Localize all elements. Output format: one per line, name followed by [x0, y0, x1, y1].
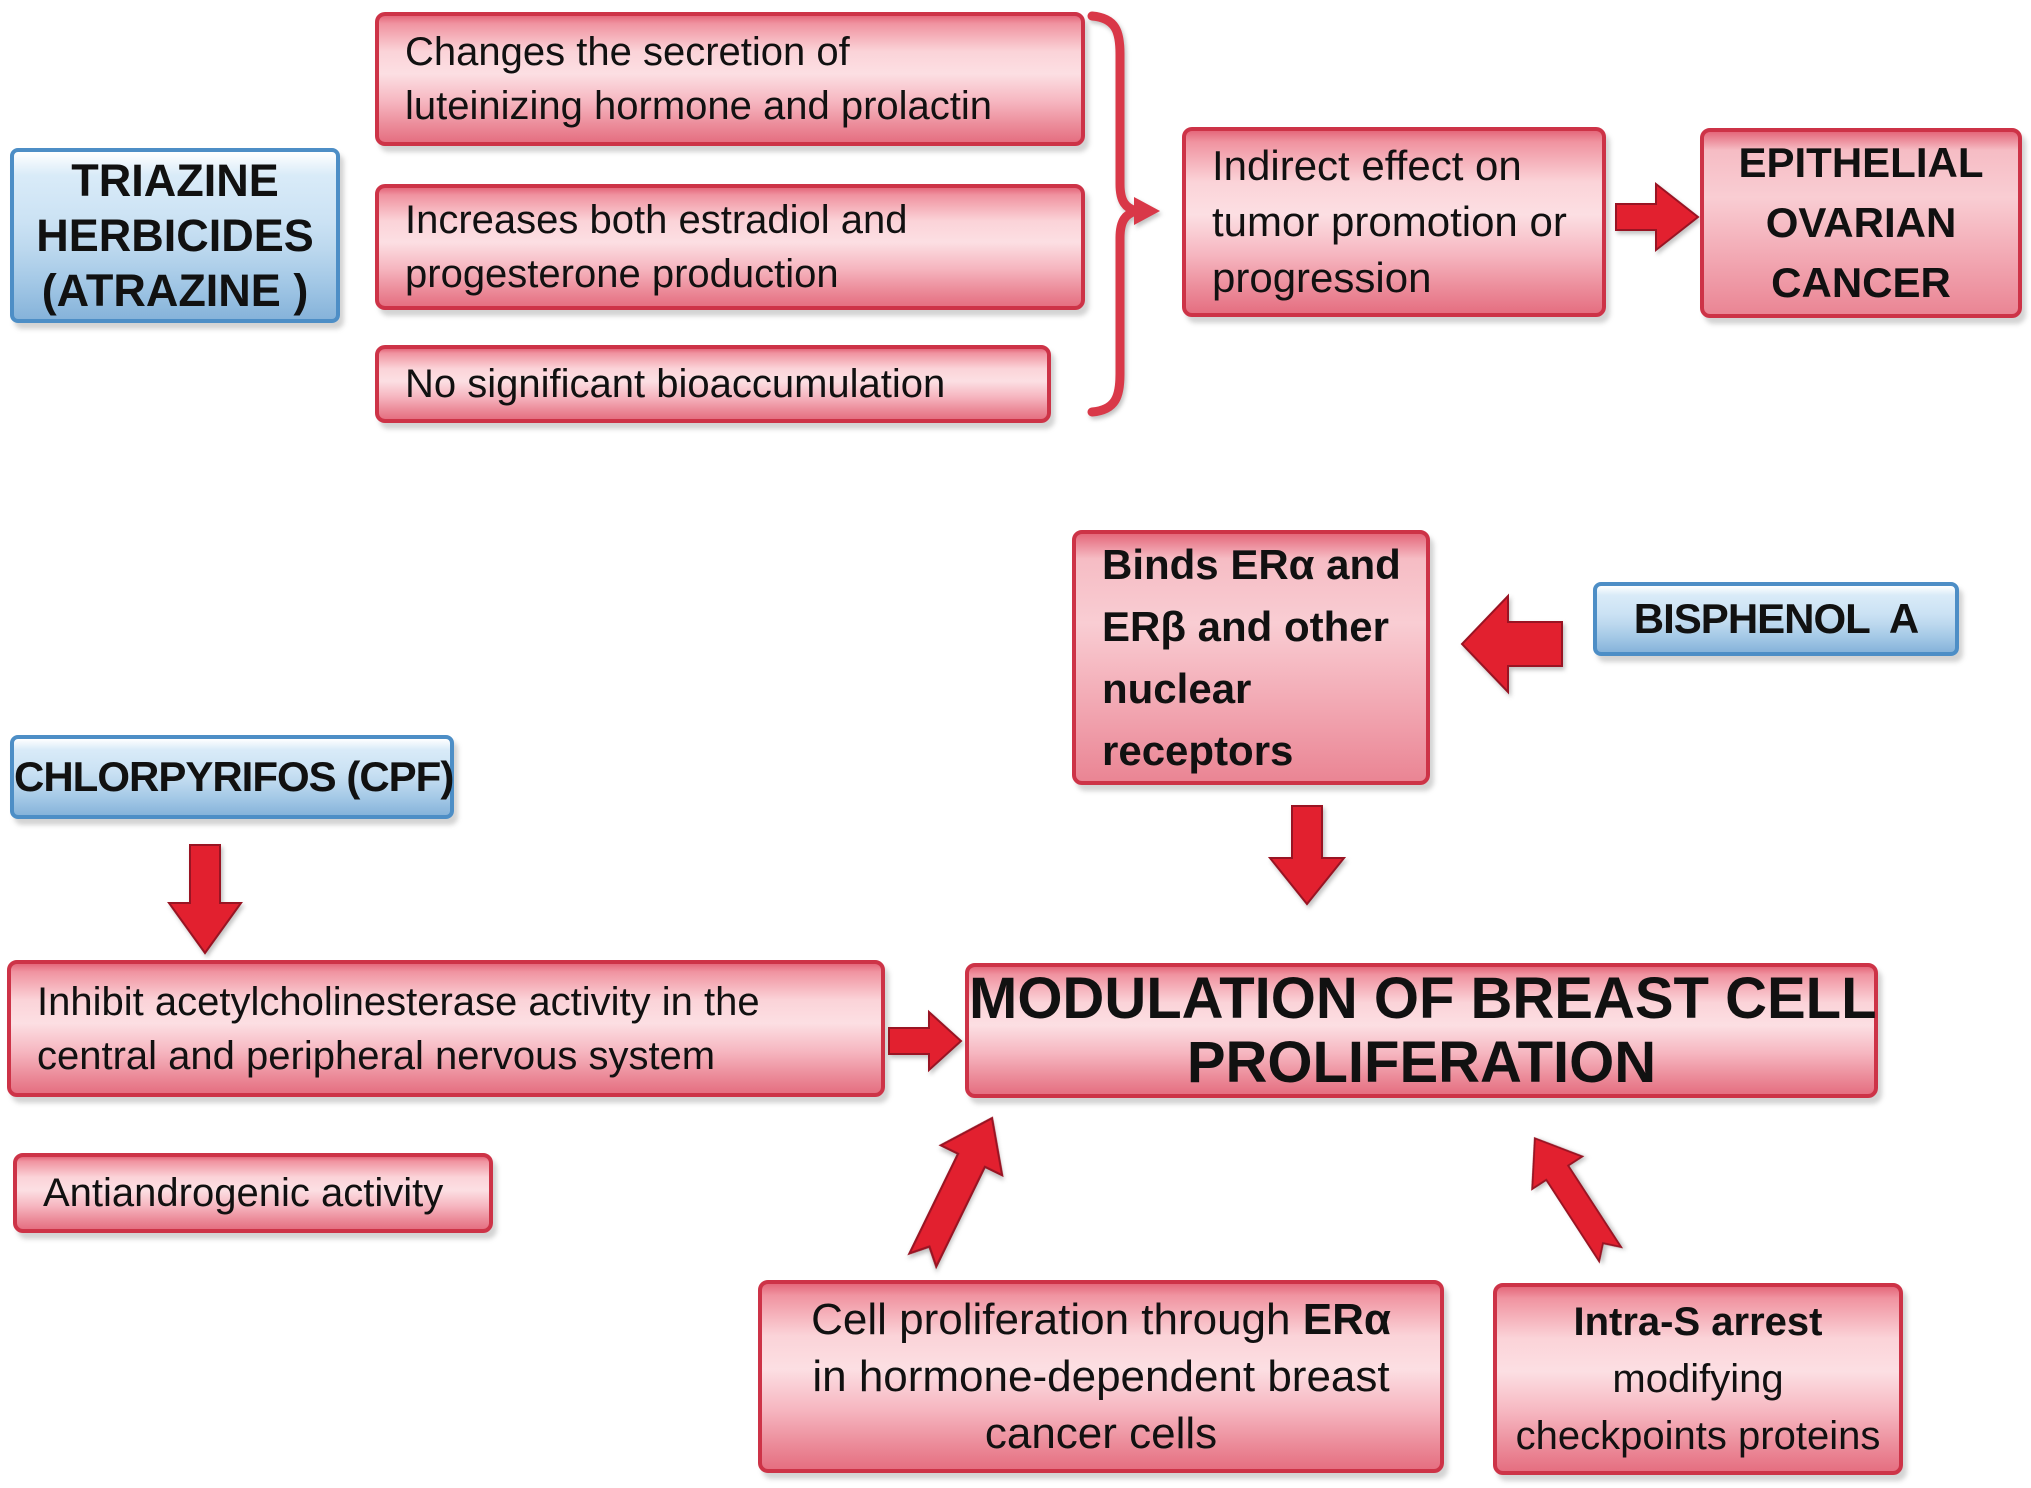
chlorpyrifos-box: CHLORPYRIFOS (CPF) — [10, 735, 454, 819]
box-line-text: Cell proliferation through — [811, 1295, 1303, 1344]
intra-s-arrest-box: Intra-S arrest modifying checkpoints pro… — [1493, 1283, 1903, 1475]
box-line: modifying — [1612, 1356, 1784, 1401]
box-line: Changes the secretion of — [405, 30, 850, 74]
bisphenol-a-box: BISPHENOL A — [1593, 582, 1959, 656]
box-line: EPITHELIAL — [1738, 139, 1984, 186]
box-line: nuclear — [1102, 664, 1252, 712]
box-line: Increases both estradiol and — [405, 198, 908, 242]
box-line: Cell proliferation through ERα — [762, 1291, 1440, 1348]
modulation-box: MODULATION OF BREAST CELL PROLIFERATION — [965, 963, 1878, 1098]
antiandrogenic-activity-box: Antiandrogenic activity — [13, 1153, 493, 1233]
box-line: No significant bioaccumulation — [405, 362, 946, 406]
left-arrow-icon — [1460, 593, 1563, 695]
box-line: cancer cells — [984, 1409, 1218, 1458]
box-line: (ATRAZINE ) — [41, 265, 309, 316]
bioaccumulation-box: No significant bioaccumulation — [375, 345, 1051, 423]
down-arrow-icon — [1267, 805, 1347, 906]
grouping-bracket — [1087, 11, 1160, 417]
inhibit-acetylcholinesterase-box: Inhibit acetylcholinesterase activity in… — [7, 960, 885, 1097]
box-line: central and peripheral nervous system — [37, 1033, 716, 1078]
box-line: CANCER — [1771, 259, 1951, 306]
box-line: Antiandrogenic activity — [43, 1171, 444, 1215]
box-line: CHLORPYRIFOS (CPF) — [14, 753, 454, 800]
box-line: receptors — [1102, 726, 1294, 774]
box-line-text-bold: ERα — [1302, 1295, 1391, 1344]
box-line: progression — [1212, 254, 1432, 301]
box-line: tumor promotion or — [1212, 198, 1567, 245]
down-arrow-icon — [167, 844, 243, 955]
box-line: Intra-S arrest — [1573, 1299, 1823, 1344]
box-line: TRIAZINE — [71, 155, 279, 206]
box-line: BISPHENOL A — [1633, 595, 1919, 642]
box-line: HERBICIDES — [36, 210, 314, 261]
box-line: MODULATION OF BREAST CELL — [969, 965, 1877, 1031]
increases-estradiol-box: Increases both estradiol and progesteron… — [375, 184, 1085, 310]
box-line: OVARIAN — [1765, 199, 1957, 246]
box-line: PROLIFERATION — [1186, 1029, 1657, 1095]
bracket-pointer-icon — [1134, 197, 1160, 225]
box-line: progesterone production — [405, 252, 839, 296]
box-line: ERβ and other — [1102, 602, 1389, 650]
box-line: checkpoints proteins — [1515, 1413, 1881, 1458]
binds-receptors-box: Binds ERα and ERβ and other nuclear rece… — [1072, 530, 1430, 785]
right-arrow-icon — [1615, 181, 1700, 253]
cell-proliferation-box: Cell proliferation through ERα in hormon… — [758, 1280, 1444, 1473]
changes-secretion-box: Changes the secretion of luteinizing hor… — [375, 12, 1085, 146]
epithelial-ovarian-cancer-box: EPITHELIAL OVARIAN CANCER — [1700, 128, 2022, 318]
box-line: Inhibit acetylcholinesterase activity in… — [37, 979, 760, 1024]
indirect-effect-box: Indirect effect on tumor promotion or pr… — [1182, 127, 1606, 317]
box-line: luteinizing hormone and prolactin — [405, 84, 993, 128]
diagonal-up-arrow-icon — [1531, 1136, 1624, 1264]
box-line: in hormone-dependent breast — [812, 1352, 1390, 1401]
triazine-herbicides-box: TRIAZINE HERBICIDES (ATRAZINE ) — [10, 148, 340, 323]
diagonal-up-arrow-icon — [907, 1116, 1004, 1270]
box-line: Binds ERα and — [1102, 540, 1401, 588]
right-arrow-icon — [888, 1009, 963, 1073]
box-line: Indirect effect on — [1212, 142, 1522, 189]
